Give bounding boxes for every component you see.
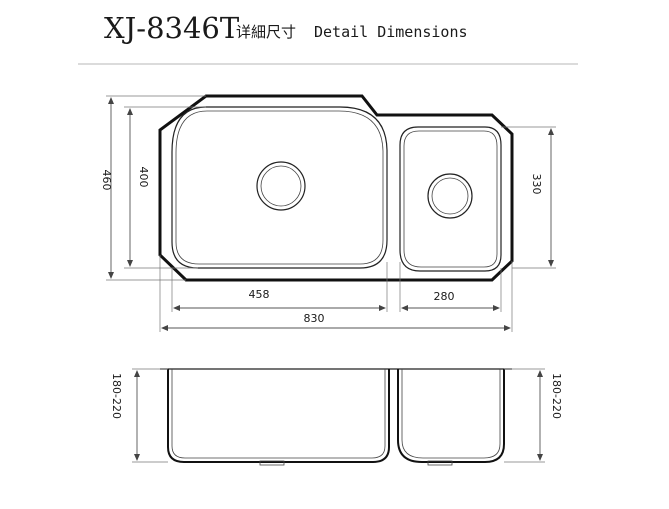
dim-label-460: 460 bbox=[100, 170, 113, 191]
dim-label-depth-right: 180-220 bbox=[550, 373, 563, 419]
model-number: XJ-8346T bbox=[104, 11, 240, 45]
dim-label-330: 330 bbox=[530, 174, 543, 195]
dim-label-830: 830 bbox=[304, 312, 325, 325]
dim-label-280: 280 bbox=[434, 290, 455, 303]
dim-label-458: 458 bbox=[249, 288, 270, 301]
arrow-330-bottom bbox=[548, 260, 554, 267]
arrow-460-top bbox=[108, 97, 114, 104]
large-drain-icon bbox=[256, 161, 306, 211]
side-large-bowl-inner bbox=[171, 369, 386, 459]
large-drain-inner bbox=[260, 165, 302, 207]
subtitle-english: Detail Dimensions bbox=[314, 23, 468, 41]
arrow-458-right bbox=[379, 305, 386, 311]
small-bowl-inner bbox=[403, 130, 498, 268]
arrow-depth-left-top bbox=[134, 370, 140, 377]
subtitle-chinese: 详細尺寸 bbox=[236, 23, 296, 41]
arrow-830-right bbox=[504, 325, 511, 331]
side-small-drain bbox=[427, 460, 453, 466]
arrow-280-right bbox=[493, 305, 500, 311]
side-view: 180-220 180-220 bbox=[110, 368, 563, 466]
arrow-458-left bbox=[173, 305, 180, 311]
side-large-drain bbox=[259, 460, 285, 466]
arrow-depth-left-bottom bbox=[134, 454, 140, 461]
side-small-bowl-inner bbox=[401, 369, 501, 459]
small-bowl bbox=[399, 126, 502, 272]
arrow-330-top bbox=[548, 128, 554, 135]
arrow-depth-right-top bbox=[537, 370, 543, 377]
side-small-bowl bbox=[397, 369, 505, 463]
large-bowl bbox=[171, 106, 388, 269]
side-large-bowl bbox=[167, 369, 390, 463]
top-view: 460 400 330 458 280 bbox=[100, 94, 556, 332]
arrow-depth-right-bottom bbox=[537, 454, 543, 461]
dim-label-depth-left: 180-220 bbox=[110, 373, 123, 419]
small-drain-icon bbox=[427, 173, 473, 219]
small-drain-inner bbox=[431, 177, 469, 215]
arrow-400-top bbox=[127, 108, 133, 115]
dim-label-400: 400 bbox=[137, 167, 150, 188]
arrow-280-left bbox=[401, 305, 408, 311]
arrow-460-bottom bbox=[108, 272, 114, 279]
arrow-400-bottom bbox=[127, 260, 133, 267]
large-bowl-inner bbox=[175, 110, 384, 265]
sink-outline bbox=[158, 94, 514, 282]
arrow-830-left bbox=[161, 325, 168, 331]
